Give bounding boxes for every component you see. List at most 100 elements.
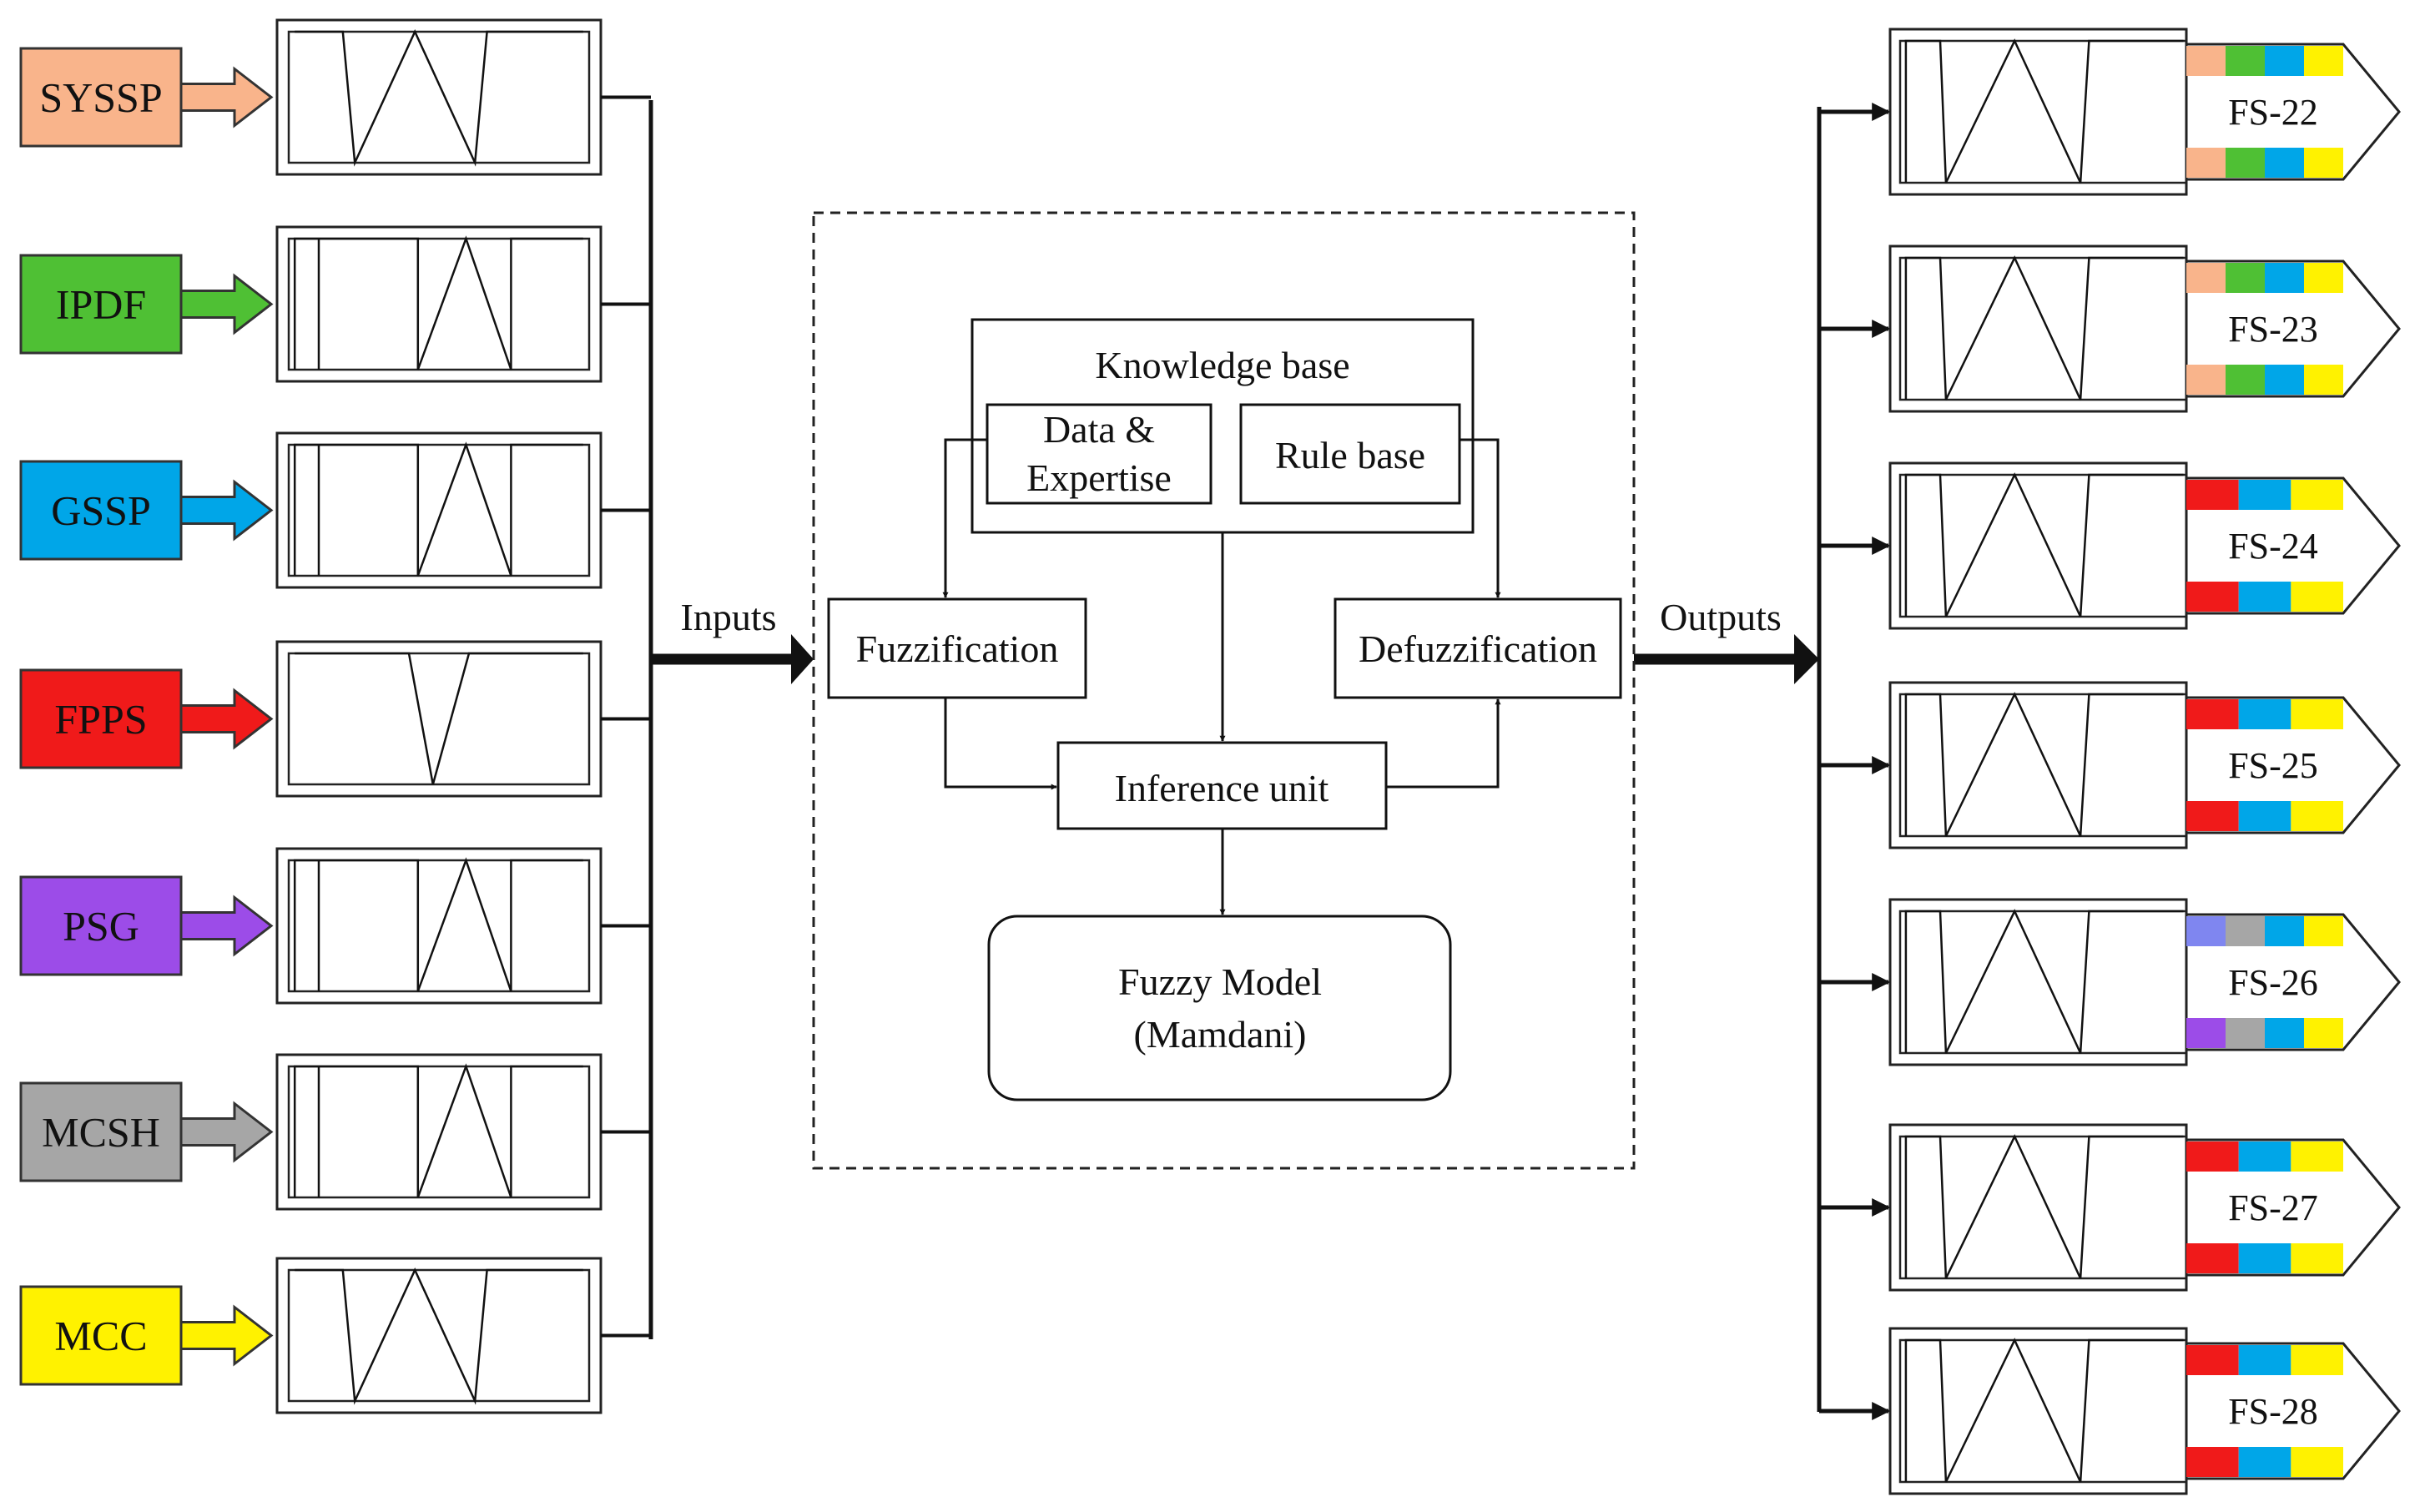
input-label: IPDF [56, 281, 146, 328]
knowledge-base-label: Knowledge base [1095, 344, 1349, 386]
output-top-stripe [2265, 46, 2304, 76]
membership-function-box [1888, 1327, 2188, 1495]
membership-function-box [1888, 1123, 2188, 1292]
output-top-stripe [2186, 46, 2226, 76]
output-bottom-stripe [2304, 148, 2343, 178]
membership-function-box [1888, 461, 2188, 630]
input-ipdf: IPDF [19, 225, 651, 383]
output-bottom-stripe [2186, 1447, 2239, 1477]
output-fs-28: FS-28 [1819, 1327, 2401, 1495]
fuzzy-model-line1: Fuzzy Model [1118, 960, 1322, 1003]
input-arrow [179, 479, 274, 542]
membership-function-curve [1904, 1338, 2184, 1483]
output-bottom-stripe [2238, 801, 2291, 831]
rule-base-label: Rule base [1275, 434, 1425, 476]
membership-function-box [1888, 898, 2188, 1066]
output-bottom-stripe [2291, 801, 2343, 831]
input-label: FPPS [54, 696, 147, 743]
input-mcsh: MCSH [19, 1053, 651, 1211]
output-top-stripe [2238, 1142, 2291, 1172]
input-arrow [179, 1101, 274, 1163]
output-top-stripe [2291, 699, 2343, 729]
input-gssp: GSSP [19, 431, 651, 589]
input-arrow [179, 273, 274, 335]
output-label: FS-27 [2228, 1187, 2318, 1228]
output-fs-27: FS-27 [1819, 1123, 2401, 1292]
output-label: FS-25 [2228, 745, 2318, 786]
output-bottom-stripe [2226, 365, 2265, 395]
output-bottom-stripe [2265, 148, 2304, 178]
membership-function-curve [1904, 255, 2184, 401]
output-top-stripe [2304, 46, 2343, 76]
output-top-stripe [2226, 46, 2265, 76]
input-label-box [19, 875, 183, 976]
output-bottom-stripe [2186, 365, 2226, 395]
fuzzy-inference-system: Knowledge base Data & Expertise Rule bas… [812, 211, 1636, 1170]
kb-to-defuzzification-arrow [1460, 438, 1501, 598]
output-label: FS-26 [2228, 962, 2318, 1003]
data-expertise-line1: Data & [1043, 408, 1155, 451]
membership-function-frame [287, 859, 591, 993]
input-label-box [19, 1285, 183, 1386]
output-bottom-stripe [2265, 1018, 2304, 1048]
membership-function-box [275, 1257, 602, 1414]
output-top-stripe [2291, 1345, 2343, 1375]
input-label-box [19, 47, 183, 148]
output-bottom-stripe [2304, 365, 2343, 395]
membership-function-box [1888, 681, 2188, 849]
inference-unit-label: Inference unit [1115, 767, 1329, 809]
flow-connectors: Inputs Outputs [648, 100, 1822, 1412]
input-mcc: MCC [19, 1257, 651, 1414]
inputs-label: Inputs [681, 596, 777, 638]
output-bottom-stripe [2291, 582, 2343, 612]
defuzzification-label: Defuzzification [1359, 627, 1597, 670]
output-label: FS-22 [2228, 92, 2318, 133]
output-top-stripe [2186, 1345, 2239, 1375]
output-bottom-stripe [2238, 1447, 2291, 1477]
fuzzification-to-inference-arrow [944, 698, 1057, 790]
rule-base-box [1239, 403, 1461, 505]
output-bottom-stripe [2226, 1018, 2265, 1048]
membership-function-frame [287, 1065, 591, 1199]
membership-function-box [275, 225, 602, 383]
membership-function-frame [287, 443, 591, 577]
output-top-stripe [2186, 263, 2226, 293]
membership-function-curve [293, 441, 583, 577]
membership-function-frame [287, 1268, 591, 1403]
output-bottom-stripe [2186, 1018, 2226, 1048]
output-top-stripe [2186, 916, 2226, 946]
input-psg: PSG [19, 847, 651, 1005]
inference-to-defuzzification-arrow [1386, 698, 1501, 789]
output-fs-22: FS-22 [1819, 28, 2401, 196]
membership-function-curve [293, 1063, 583, 1198]
input-syssp: SYSSP [19, 18, 651, 176]
output-fs-24: FS-24 [1819, 461, 2401, 630]
membership-function-curve [1904, 38, 2184, 184]
input-arrow [179, 895, 274, 957]
outputs-label: Outputs [1660, 596, 1782, 638]
input-label-box [19, 668, 183, 769]
output-bottom-stripe [2304, 1018, 2343, 1048]
output-top-stripe [2304, 263, 2343, 293]
input-label: PSG [63, 903, 139, 950]
membership-function-box [1888, 28, 2188, 196]
inference-unit-box [1056, 741, 1388, 830]
output-bottom-stripe [2291, 1447, 2343, 1477]
membership-function-curve [293, 857, 583, 992]
output-fs-23: FS-23 [1819, 244, 2401, 413]
data-expertise-line2: Expertise [1026, 456, 1172, 499]
input-label: MCSH [42, 1109, 160, 1156]
output-bottom-stripe [2238, 582, 2291, 612]
output-fs-25: FS-25 [1819, 681, 2401, 849]
output-label: FS-23 [2228, 309, 2318, 350]
input-variables: SYSSP IPDF GSSP FPPS PSG MCSH MCC [19, 18, 651, 1414]
output-top-stripe [2186, 699, 2239, 729]
output-bottom-stripe [2186, 582, 2239, 612]
membership-function-curve [293, 235, 583, 370]
output-top-stripe [2238, 480, 2291, 510]
membership-function-frame [287, 237, 591, 371]
membership-function-curve [295, 1268, 583, 1405]
membership-function-box [275, 1053, 602, 1211]
input-arrow [179, 66, 274, 129]
